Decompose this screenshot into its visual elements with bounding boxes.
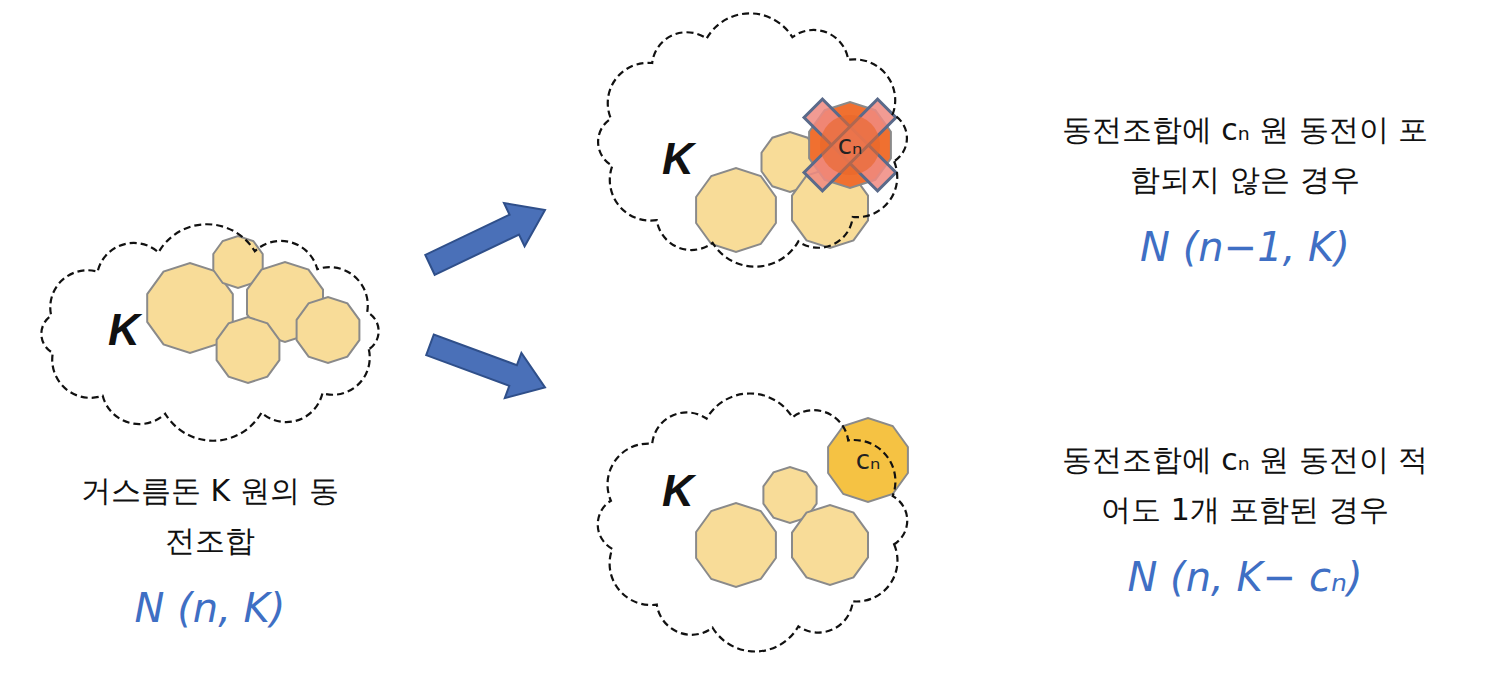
count-formula: N (n, K− cₙ) — [1127, 557, 1362, 597]
coin-set-cloud: K동전조합에 cₙ 원 동전이 적어도 1개 포함된 경우N (n, K− cₙ… — [590, 395, 915, 650]
amount-label: K — [662, 137, 694, 181]
case-caption: 동전조합에 cₙ 원 동전이 적어도 1개 포함된 경우 — [1055, 435, 1435, 535]
cloud-outline — [590, 395, 915, 650]
amount-label: K — [108, 308, 140, 352]
cloud-border — [41, 224, 378, 441]
cross-bar — [804, 99, 896, 191]
cloud-border — [598, 393, 908, 651]
coin — [297, 297, 360, 363]
count-formula: N (n−1, K) — [1140, 227, 1350, 267]
cloud-border — [598, 13, 907, 266]
case-caption: 거스름돈 K 원의 동전조합 — [70, 466, 350, 566]
coin — [792, 505, 868, 585]
cross-bar — [804, 99, 896, 191]
exclude-cross — [804, 99, 896, 191]
coin-set-cloud: K동전조합에 cₙ 원 동전이 포함되지 않은 경우N (n−1, K) — [590, 15, 915, 265]
cloud-outline — [30, 230, 390, 435]
coin-shade — [820, 115, 880, 175]
coin-label: cₙ — [856, 447, 881, 473]
cloud-outline — [590, 15, 915, 265]
coin-set-cloud: K거스름돈 K 원의 동전조합N (n, K) — [30, 230, 390, 435]
case-caption: 동전조합에 cₙ 원 동전이 포함되지 않은 경우 — [1055, 105, 1435, 205]
block-arrow — [425, 203, 545, 275]
coin — [696, 503, 776, 587]
count-formula: N (n, K) — [135, 588, 286, 628]
coin-label: cₙ — [838, 132, 863, 158]
coin — [217, 317, 280, 383]
coin — [696, 168, 776, 252]
coin — [828, 418, 908, 502]
amount-label: K — [662, 469, 694, 513]
block-arrow — [426, 335, 545, 399]
